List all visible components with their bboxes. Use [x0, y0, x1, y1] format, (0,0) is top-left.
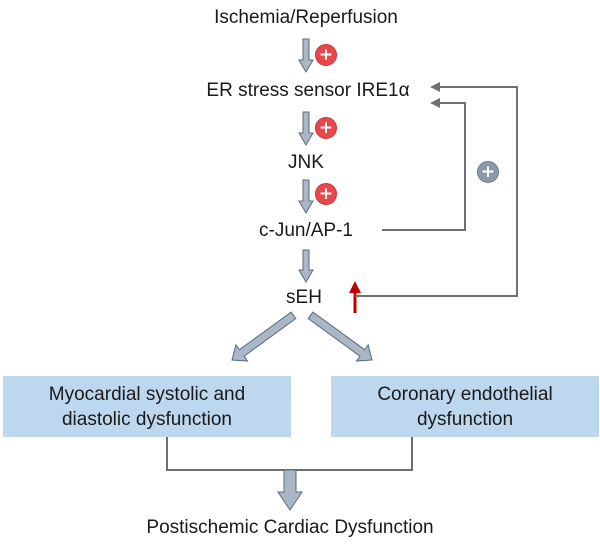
node-ischemia-reperfusion: Ischemia/Reperfusion	[214, 7, 398, 28]
box-coronary-dysfunction: Coronary endothelial dysfunction	[331, 376, 599, 437]
feedback-line-seh	[355, 82, 518, 297]
node-seh: sEH	[286, 287, 322, 308]
arrow-ire1a-to-jnk	[298, 111, 314, 146]
node-jnk: JNK	[288, 152, 324, 173]
box-myocardial-line1: Myocardial systolic and	[48, 383, 246, 405]
activation-plus-icon: +	[315, 44, 337, 66]
activation-plus-icon: +	[315, 183, 337, 205]
arrow-cjun-to-seh	[298, 249, 314, 283]
box-coronary-line2: dysfunction	[416, 408, 514, 430]
arrow-seh-to-coronary	[307, 311, 373, 362]
box-myocardial-line2: diastolic dysfunction	[61, 408, 233, 430]
node-cjun-ap1: c-Jun/AP-1	[259, 220, 353, 241]
up-arrow-head	[349, 281, 361, 293]
box-myocardial-dysfunction: Myocardial systolic and diastolic dysfun…	[3, 376, 291, 437]
node-er-stress-ire1a: ER stress sensor IRE1α	[206, 80, 410, 101]
bracket-line	[166, 435, 413, 471]
node-outcome: Postischemic Cardiac Dysfunction	[146, 517, 434, 538]
feedback-plus-icon: +	[477, 161, 499, 183]
box-coronary-line1: Coronary endothelial	[377, 383, 553, 405]
arrow-jnk-to-cjun	[298, 179, 314, 214]
arrow-to-outcome	[277, 469, 303, 511]
arrow-ischemia-to-ire1a	[298, 38, 314, 73]
activation-plus-icon: +	[315, 117, 337, 139]
feedback-line-cjun	[382, 98, 466, 231]
arrow-seh-to-myocardial	[231, 311, 297, 362]
